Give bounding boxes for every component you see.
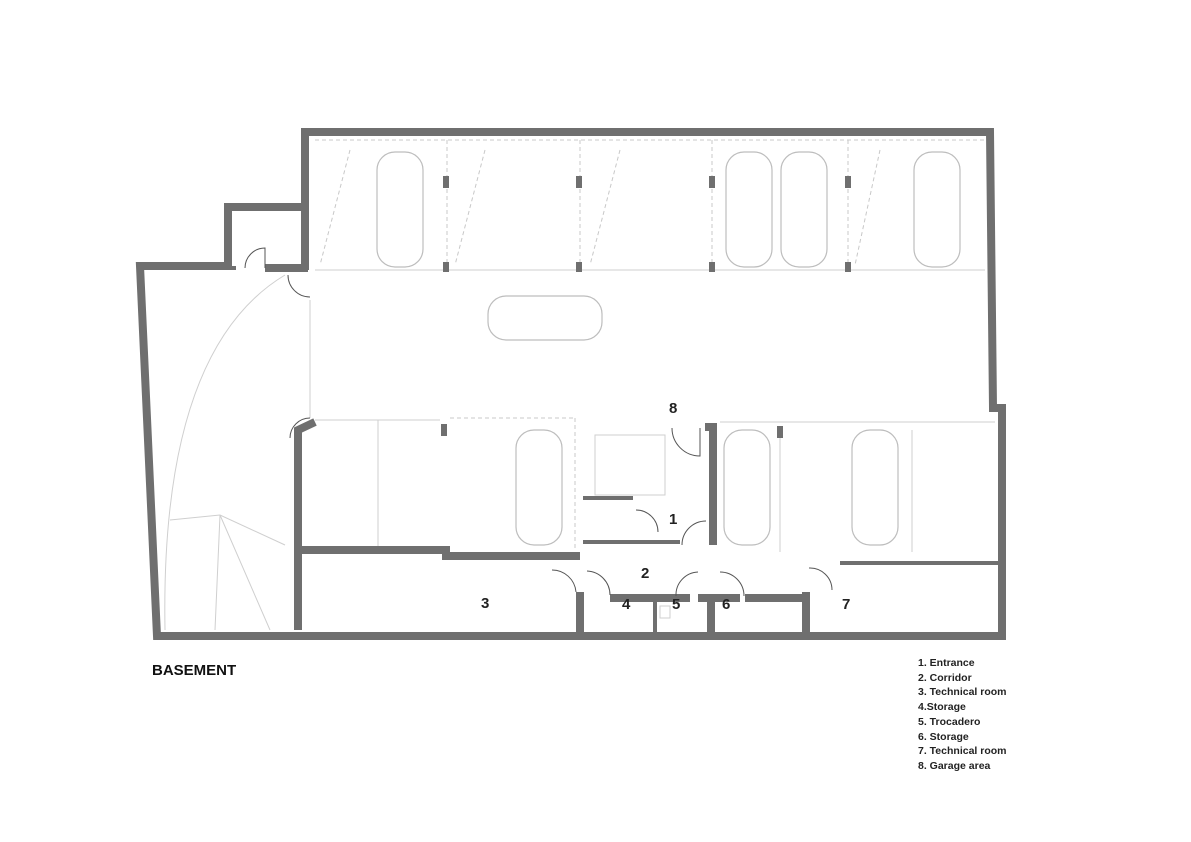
legend-item: 8. Garage area [918, 759, 991, 772]
legend-item: 7. Technical room [918, 745, 1007, 758]
legend-item: 2. Corridor [918, 671, 972, 684]
outer-wall [135, 128, 1006, 640]
room-number-1: 1 [669, 511, 678, 528]
ramp-curve [164, 274, 286, 631]
room-number-8: 8 [669, 400, 678, 417]
room-number-3: 3 [481, 595, 490, 612]
room-number-7: 7 [842, 596, 851, 613]
legend-item: 5. Trocadero [918, 715, 981, 728]
legend: 1. Entrance 2. Corridor 3. Technical roo… [918, 656, 1007, 774]
parking-bays-top [315, 139, 985, 271]
doors [244, 247, 833, 597]
plan-title: BASEMENT [152, 662, 237, 679]
legend-item: 1. Entrance [918, 657, 975, 669]
room-number-4: 4 [622, 596, 631, 613]
cars [376, 151, 961, 546]
legend-item: 6. Storage [918, 730, 969, 743]
legend-item: 4.Storage [918, 701, 966, 714]
legend-item: 3. Technical room [918, 686, 1007, 699]
room-number-5: 5 [672, 596, 681, 613]
room-number-6: 6 [722, 596, 731, 613]
room-number-2: 2 [641, 565, 650, 582]
